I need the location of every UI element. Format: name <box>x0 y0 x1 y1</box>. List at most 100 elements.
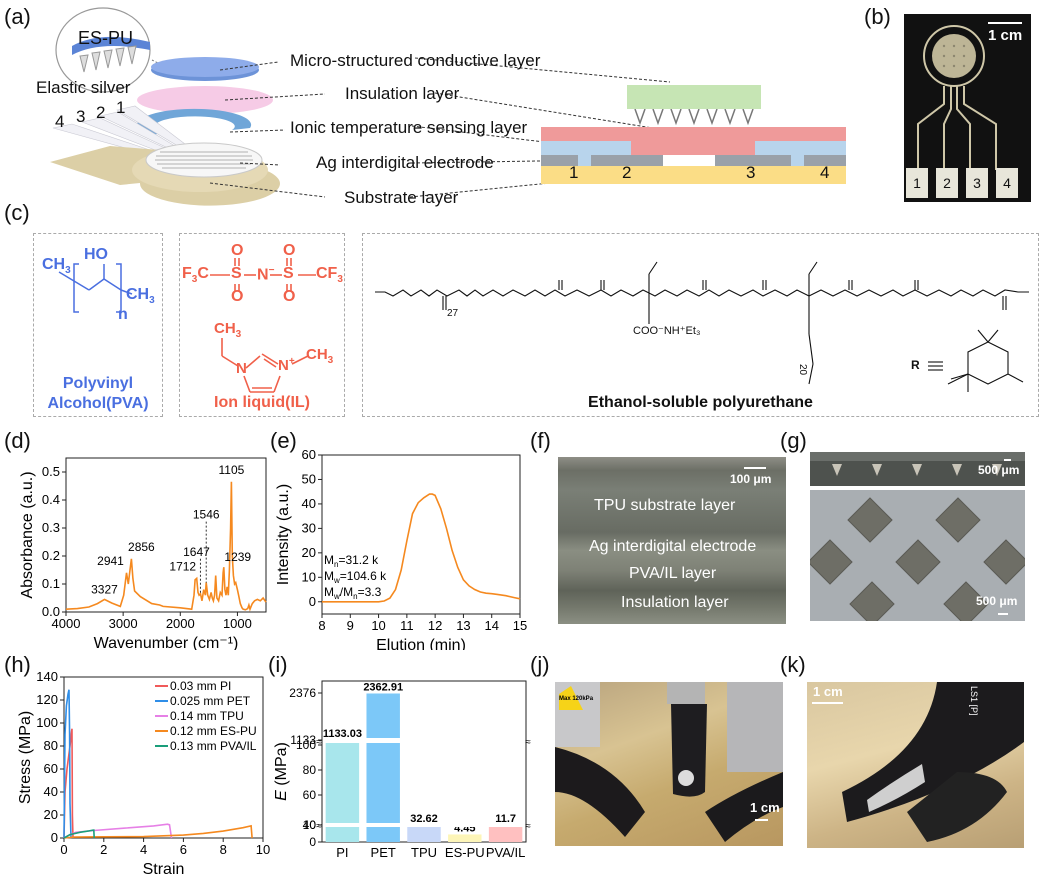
il-ch3-methyl: CH3 <box>306 346 334 366</box>
il-n-minus: N− <box>257 265 275 284</box>
cross-section-diagram: 1 2 3 4 <box>541 85 846 185</box>
panel-label-k: (k) <box>780 652 806 677</box>
il-s-1: S <box>231 265 242 282</box>
pad-1: 1 <box>906 168 928 198</box>
panel-f-scale-label: 100 μm <box>730 472 772 486</box>
label-pva-il: PVA/IL layer <box>629 565 717 582</box>
x-tick-label: 4000 <box>52 616 81 631</box>
electrode-leads <box>52 105 186 153</box>
x-tick-label: PET <box>371 845 396 860</box>
y-axis-label: E (MPa) <box>273 742 290 801</box>
peak-label: 1546 <box>193 508 220 522</box>
panel-k-scale-label: 1 cm <box>813 684 843 699</box>
x-axis-label: Elution (min) <box>376 637 466 650</box>
legend-entry: 0.12 mm ES-PU <box>170 724 257 738</box>
axis-break-band <box>323 738 525 743</box>
y-tick-label: 20 <box>302 545 316 560</box>
xsec-number-3: 3 <box>746 163 756 182</box>
layer-label-insulation: Insulation layer <box>345 84 460 103</box>
xsec-gap <box>791 155 804 166</box>
x-axis-label: Wavenumber (cm⁻¹) <box>94 635 239 650</box>
gripper-marking: LS1 [P] <box>969 686 979 716</box>
mw-annotation: Mw=104.6 k <box>324 569 387 585</box>
pva-ho: HO <box>84 246 108 263</box>
x-tick-label: 10 <box>256 842 270 857</box>
x-tick-label: 4 <box>140 842 147 857</box>
panel-label-b: (b) <box>864 4 891 29</box>
y-tick-label: 10 <box>302 569 316 584</box>
y-tick-label: 0 <box>309 835 316 849</box>
x-axis-label: Strain <box>143 861 185 876</box>
inset-label-elastic-silver: Elastic silver <box>36 78 131 97</box>
gripper-fingers <box>555 686 783 842</box>
x-tick-label: PVA/IL <box>486 845 526 860</box>
inset-label-es-pu: ES-PU <box>78 28 134 48</box>
il-structure-box: F3C O S O N− O S O CF3 CH3 N N+ CH3 Ion … <box>179 233 345 417</box>
x-tick-label: 14 <box>484 618 498 633</box>
x-tick-label: 12 <box>428 618 442 633</box>
x-tick-label: 10 <box>371 618 385 633</box>
xsec-conductive-layer <box>627 85 761 109</box>
panel-label-f: (f) <box>530 428 551 453</box>
panel-label-c: (c) <box>4 200 30 225</box>
xsec-substrate-layer <box>541 166 846 184</box>
xsec-sensing-right <box>755 141 846 155</box>
plot-frame <box>321 454 521 615</box>
xsec-electrode-1 <box>541 155 578 166</box>
gripper-body-center <box>667 682 705 704</box>
mn-annotation: Mn=31.2 k <box>324 553 379 569</box>
y-tick-label: 40 <box>302 496 316 511</box>
il-skeleton <box>210 258 316 393</box>
es-pu-strip <box>72 36 150 55</box>
panel-label-g: (g) <box>780 428 807 453</box>
panel-b-device-photo: 1 cm 1 2 3 4 <box>904 14 1031 202</box>
electrode-number-3: 3 <box>76 107 86 126</box>
y-tick-label: 10 <box>303 818 317 832</box>
warning-sticker: Max 120kPa <box>559 696 594 702</box>
y-tick-label: 50 <box>302 471 316 486</box>
y-tick-label: 0.5 <box>42 464 60 479</box>
y-tick-label: 0.2 <box>42 548 60 563</box>
pu-r-definition: R <box>911 358 920 372</box>
x-tick-label: 3000 <box>109 616 138 631</box>
label-ag-electrode: Ag interdigital electrode <box>589 538 757 555</box>
peak-label: 1105 <box>219 463 245 477</box>
bar-value-label: 11.7 <box>495 813 516 825</box>
peak-label: 2941 <box>97 554 124 568</box>
x-tick-label: 9 <box>347 618 354 633</box>
x-tick-label: 6 <box>180 842 187 857</box>
axis-break-mark-right: ≈ <box>525 821 531 832</box>
pyramid-array <box>810 497 1025 621</box>
panel-label-e: (e) <box>270 428 297 453</box>
peak-label: 1647 <box>183 545 210 559</box>
panel-g-top-micrograph: 500 μm <box>810 490 1025 621</box>
y-tick-label: 2376 <box>289 686 316 700</box>
y-tick-label: 20 <box>44 807 58 822</box>
il-n-plus: N+ <box>278 356 295 374</box>
xsec-sensing-left <box>541 141 631 155</box>
il-s-2: S <box>283 265 294 282</box>
bar-value-label: 32.62 <box>410 813 438 825</box>
pva-n-subscript: n <box>118 306 128 323</box>
il-f3c: F3C <box>182 265 209 286</box>
bar-pva-il <box>488 825 523 842</box>
electrode-number-1: 1 <box>116 98 126 117</box>
pu-name: Ethanol-soluble polyurethane <box>588 394 813 411</box>
y-tick-label: 0.0 <box>42 604 60 619</box>
pva-structure-box: CH3 HO CH3 n Polyvinyl Alcohol(PVA) <box>33 233 163 417</box>
il-cf3: CF3 <box>316 265 343 286</box>
x-tick-label: TPU <box>411 845 437 860</box>
xsec-electrode-2 <box>591 155 663 166</box>
peak-label: 3327 <box>91 582 118 596</box>
panel-f-scale-bar <box>744 467 766 469</box>
device-traces <box>917 22 1022 170</box>
y-tick-label: 0.4 <box>42 492 60 507</box>
xsec-gap <box>578 155 591 166</box>
series-line-0-13-mm-pva-il <box>63 829 95 839</box>
legend-entry: 0.025 mm PET <box>170 694 251 708</box>
x-tick-label: PI <box>336 845 348 860</box>
legend-entry: 0.13 mm PVA/IL <box>170 739 257 753</box>
pva-skeleton <box>58 263 133 313</box>
bar-tpu <box>407 825 441 842</box>
